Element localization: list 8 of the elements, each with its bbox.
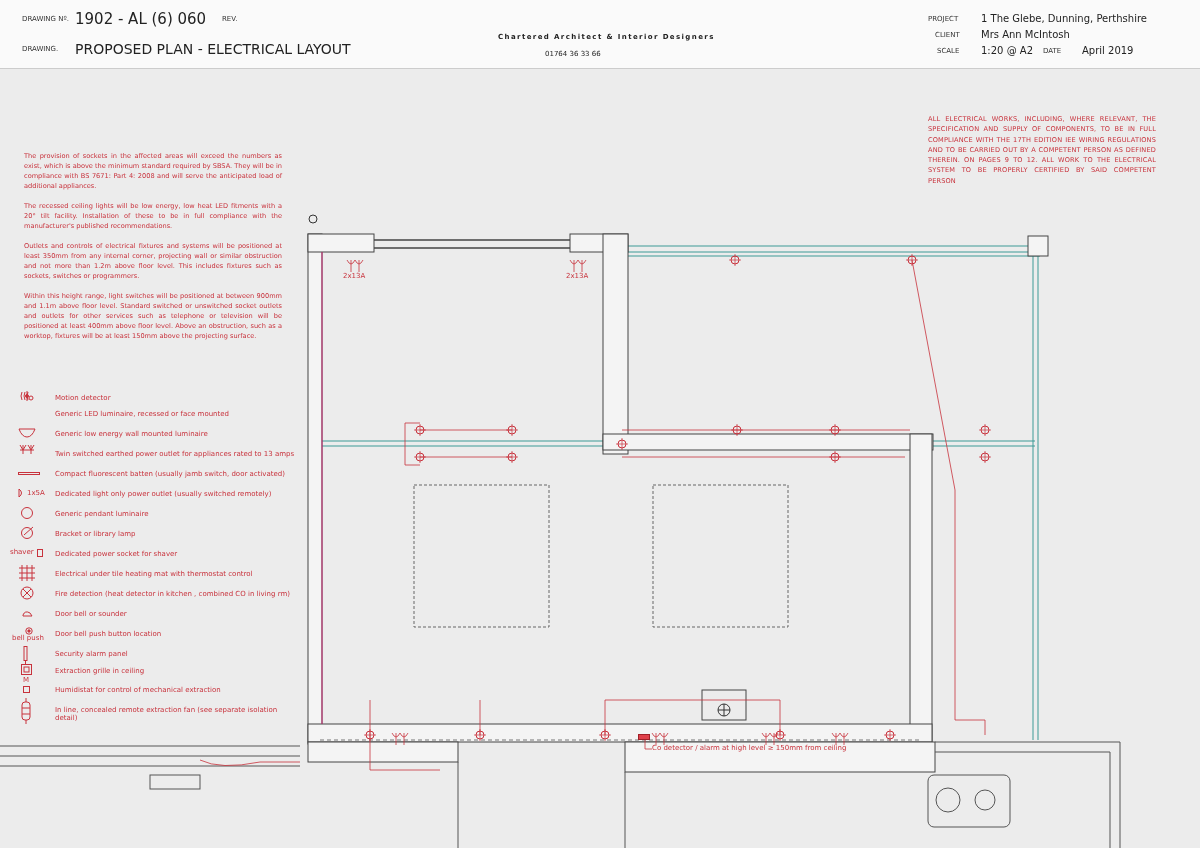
project-address: 1 The Glebe, Dunning, Perthshire xyxy=(981,13,1147,24)
drawing-title: PROPOSED PLAN - ELECTRICAL LAYOUT xyxy=(75,41,351,57)
date-value: April 2019 xyxy=(1082,45,1134,56)
client-name: Mrs Ann McIntosh xyxy=(981,29,1070,40)
scale-value: 1:20 @ A2 xyxy=(981,45,1034,56)
leader-line xyxy=(644,737,653,750)
detector-symbol xyxy=(638,734,650,740)
drawing-number: 1902 - AL (6) 060 xyxy=(75,10,207,28)
